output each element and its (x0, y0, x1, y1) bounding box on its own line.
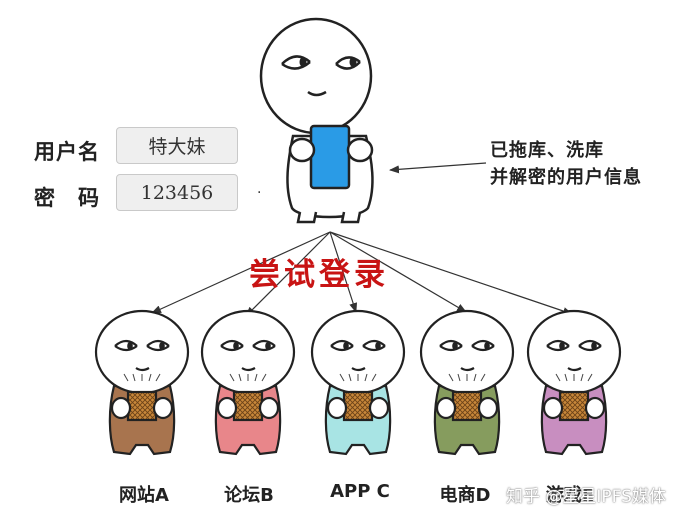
target-character-forum-b (200, 309, 296, 456)
username-label: 用户名 (34, 140, 100, 164)
phone-icon (309, 124, 351, 190)
waffle-box-icon (451, 390, 483, 422)
target-label-shop-d: 电商D (439, 485, 491, 506)
waffle-box-icon (558, 390, 590, 422)
target-character-app-c (310, 309, 406, 456)
attacker-note-line2: 并解密的用户信息 (490, 167, 642, 188)
target-characters (94, 309, 622, 456)
waffle-box-icon (126, 390, 158, 422)
target-character-game-e (526, 309, 622, 456)
watermark: 知乎 @星星IPFS媒体 (506, 487, 666, 507)
target-label-app-c: APP C (330, 481, 390, 502)
target-label-game-e: 游戏E (545, 485, 595, 506)
target-label-site-a: 网站A (119, 485, 169, 506)
target-character-site-a (94, 309, 190, 456)
target-label-forum-b: 论坛B (224, 485, 274, 506)
fanout-arrows (151, 231, 573, 317)
svg-text:·: · (257, 185, 261, 201)
username-field: 特大妹 (116, 127, 238, 164)
attacker-note-line1: 已拖库、洗库 (490, 140, 604, 161)
waffle-box-icon (232, 390, 264, 422)
try-login-label: 尝试登录 (249, 257, 389, 293)
target-character-shop-d (419, 309, 515, 456)
password-field: 123456 (116, 174, 238, 211)
central-character (259, 17, 374, 224)
waffle-box-icon (342, 390, 374, 422)
password-label: 密 码 (34, 186, 100, 210)
